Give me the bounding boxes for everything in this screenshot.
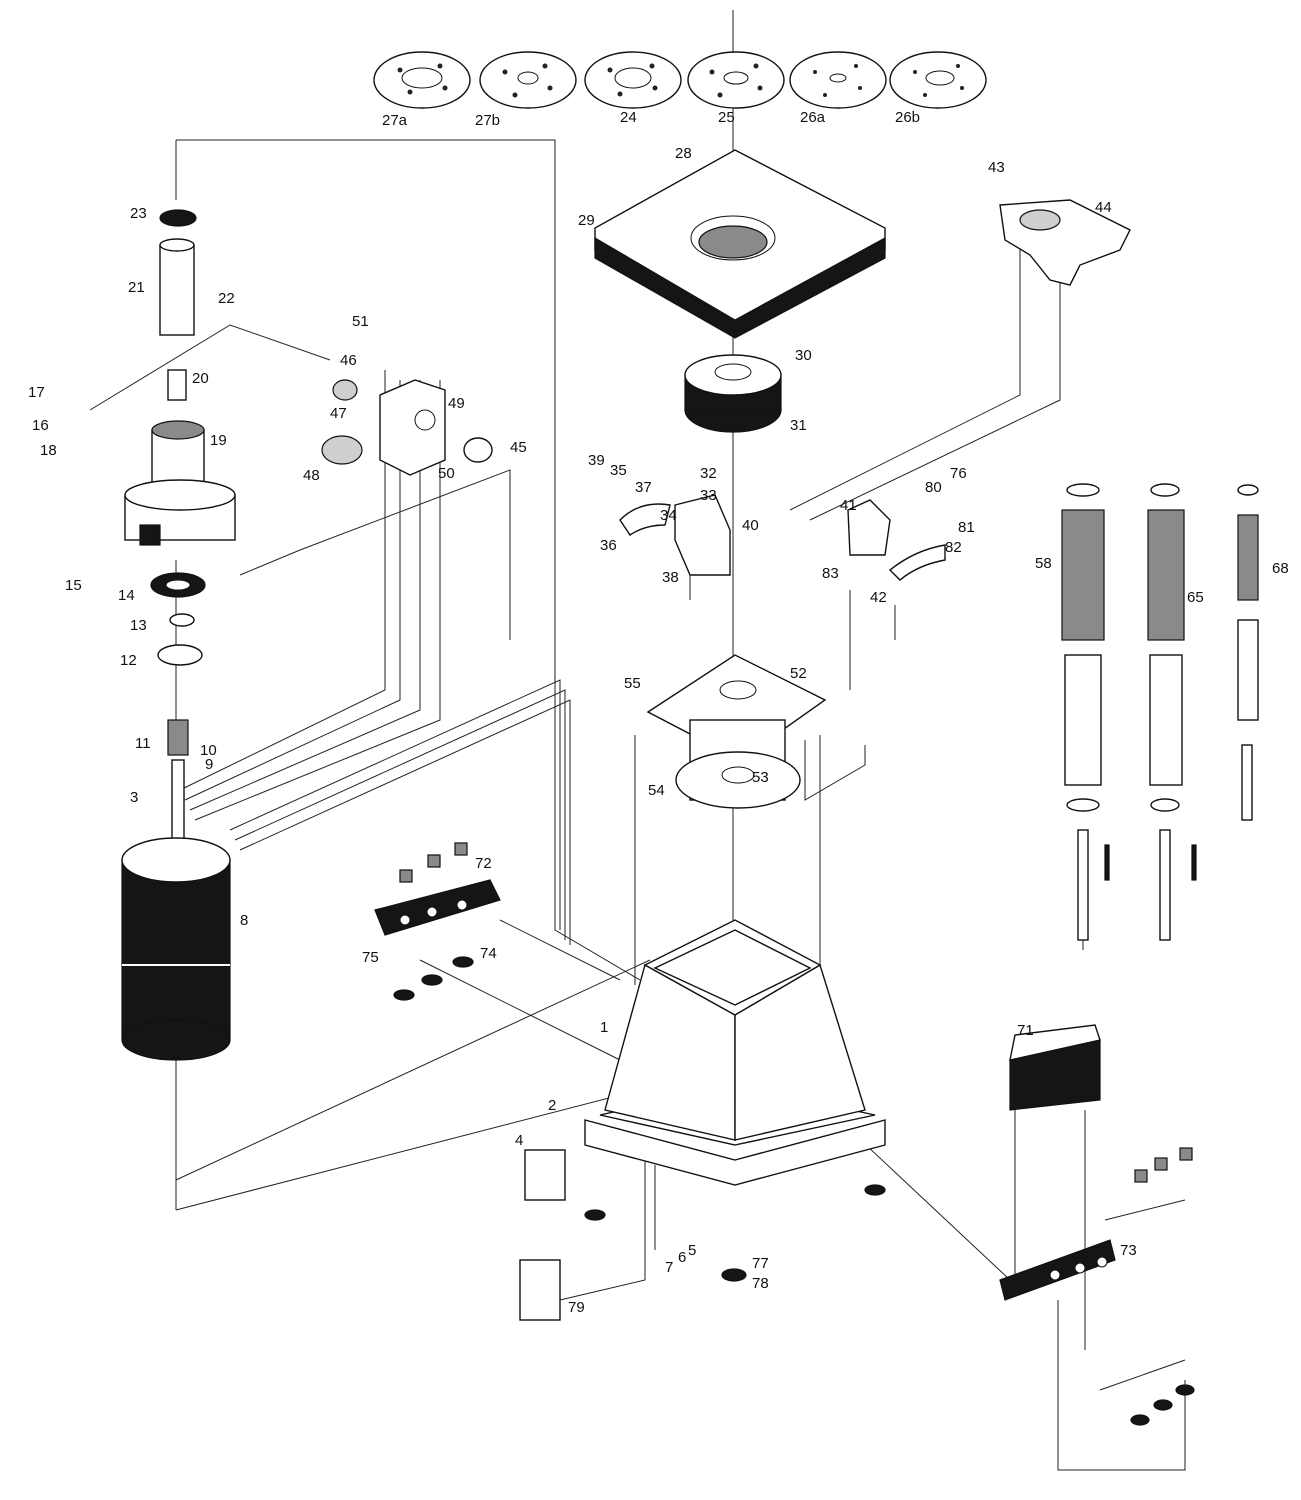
callout-label: 74 — [480, 945, 497, 962]
callout-label: 14 — [118, 587, 135, 604]
callout-label: 83 — [822, 565, 839, 582]
callout-label: 8 — [240, 912, 248, 929]
callout-label: 1 — [600, 1019, 608, 1036]
callout-label: 11 — [135, 735, 151, 752]
callout-label: 25 — [718, 109, 735, 126]
sanding-sleeves — [1061, 483, 1259, 950]
callout-label: 3 — [130, 789, 138, 806]
callout-label: 12 — [120, 652, 137, 669]
callout-label: 27b — [475, 112, 500, 129]
callout-label: 5 — [688, 1242, 696, 1259]
callout-label: 40 — [742, 517, 759, 534]
callout-label: 54 — [648, 782, 665, 799]
callout-label: 78 — [752, 1275, 769, 1292]
leader-lines — [89, 10, 1186, 1471]
callout-label: 34 — [660, 507, 677, 524]
callout-label: 4 — [515, 1132, 523, 1149]
callout-label: 72 — [475, 855, 492, 872]
callout-label: 53 — [752, 769, 769, 786]
callout-label: 65 — [1187, 589, 1204, 606]
motor — [121, 837, 231, 1061]
callout-label: 32 — [700, 465, 717, 482]
callout-label: 68 — [1272, 560, 1289, 577]
callout-label: 38 — [662, 569, 679, 586]
callout-label: 76 — [950, 465, 967, 482]
callout-label: 15 — [65, 577, 82, 594]
callout-label: 51 — [352, 313, 369, 330]
callout-label: 71 — [1017, 1022, 1034, 1039]
callout-label: 46 — [340, 352, 357, 369]
insert-plates — [373, 51, 987, 109]
callout-label: 35 — [610, 462, 627, 479]
callout-label: 30 — [795, 347, 812, 364]
callout-label: 43 — [988, 159, 1005, 176]
callout-label: 52 — [790, 665, 807, 682]
table-top — [594, 149, 886, 339]
callout-label: 37 — [635, 479, 652, 496]
callout-label: 47 — [330, 405, 347, 422]
motor-mount — [646, 654, 827, 809]
callout-label: 27a — [382, 112, 408, 129]
callout-label: 36 — [600, 537, 617, 554]
brackets — [619, 494, 946, 581]
callout-label: 41 — [840, 497, 857, 514]
callout-label: 13 — [130, 617, 147, 634]
callout-label: 10 — [200, 742, 217, 759]
spindle-assembly — [124, 209, 236, 851]
callout-label: 80 — [925, 479, 942, 496]
callout-label: 44 — [1095, 199, 1112, 216]
dust-chute — [999, 199, 1131, 286]
callout-label: 26a — [800, 109, 826, 126]
callout-label: 77 — [752, 1255, 769, 1272]
cabinet-base — [584, 919, 886, 1186]
callout-label: 23 — [130, 205, 147, 222]
callout-label: 50 — [438, 465, 455, 482]
callout-label: 7 — [665, 1259, 673, 1276]
callout-label: 48 — [303, 467, 320, 484]
callout-label: 17 — [28, 384, 45, 401]
callout-label: 33 — [700, 487, 717, 504]
callout-label: 82 — [945, 539, 962, 556]
callout-label: 24 — [620, 109, 637, 126]
callout-label: 21 — [128, 279, 145, 296]
callout-label: 75 — [362, 949, 379, 966]
callout-label: 49 — [448, 395, 465, 412]
callout-label: 31 — [790, 417, 807, 434]
callout-label: 18 — [40, 442, 57, 459]
callout-label: 39 — [588, 452, 605, 469]
callout-label: 2 — [548, 1097, 556, 1114]
callout-label: 26b — [895, 109, 920, 126]
callout-label: 19 — [210, 432, 227, 449]
callout-label: 79 — [568, 1299, 585, 1316]
callout-label: 20 — [192, 370, 209, 387]
callout-label: 9 — [205, 756, 213, 773]
callout-label: 55 — [624, 675, 641, 692]
callout-label: 58 — [1035, 555, 1052, 572]
callout-label: 16 — [32, 417, 49, 434]
callout-label: 45 — [510, 439, 527, 456]
callout-label: 22 — [218, 290, 235, 307]
callout-label: 81 — [958, 519, 975, 536]
callout-label: 6 — [678, 1249, 686, 1266]
table-ring — [684, 354, 782, 433]
callout-label: 28 — [675, 145, 692, 162]
callout-label: 29 — [578, 212, 595, 229]
gear-assembly — [321, 379, 493, 476]
foot-brackets — [374, 842, 1195, 1426]
callout-label: 73 — [1120, 1242, 1137, 1259]
callout-label: 42 — [870, 589, 887, 606]
